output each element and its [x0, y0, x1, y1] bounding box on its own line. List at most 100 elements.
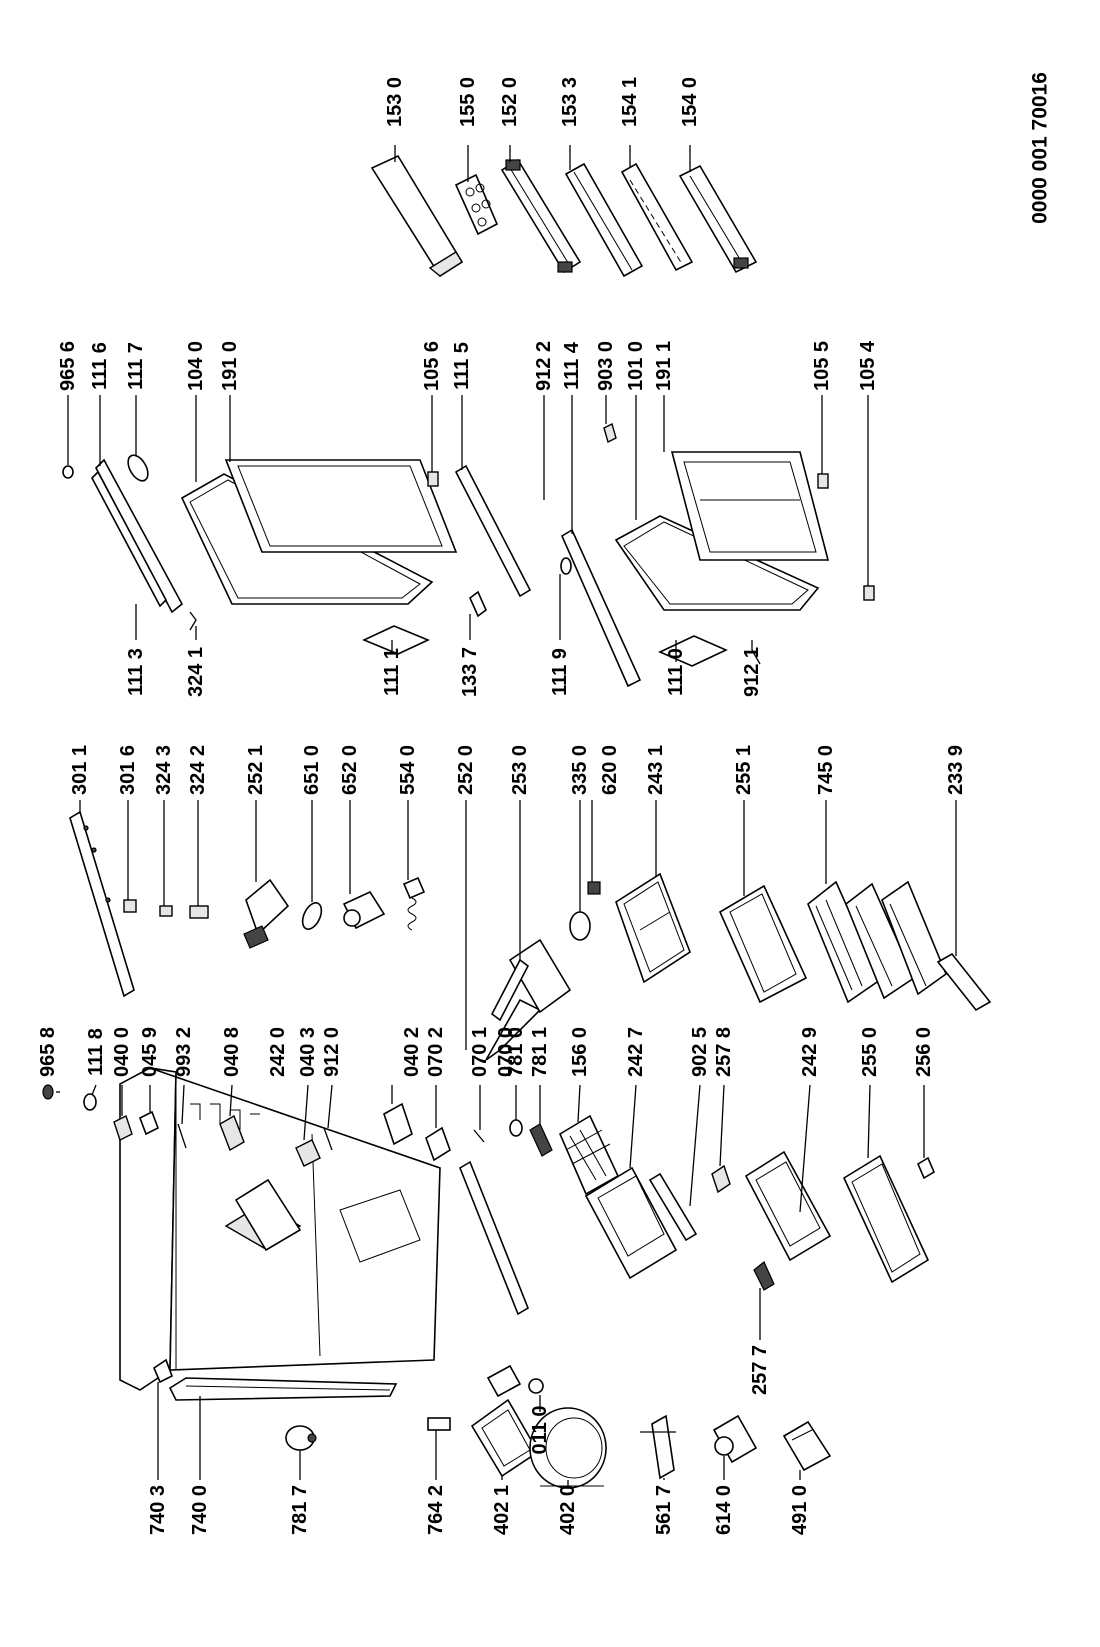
part-0408 [219, 1114, 245, 1152]
part-3242 [189, 905, 209, 919]
part-9658 [42, 1084, 54, 1100]
part-7817 [285, 1425, 317, 1451]
label-1530: 153 0 [384, 76, 406, 128]
plug-9656 [62, 465, 74, 479]
label-2521: 252 1 [245, 744, 267, 796]
knob-3350 [569, 911, 591, 941]
label-5540: 554 0 [397, 744, 419, 796]
housing-2520 [485, 938, 572, 1061]
label-2339: 233 9 [945, 744, 967, 796]
door-bin-1533 [564, 162, 644, 278]
label-1010: 101 0 [625, 340, 647, 392]
door-bin-1520 [500, 158, 582, 274]
shelf-2551 [718, 884, 808, 1004]
label-2530: 253 0 [509, 744, 531, 796]
fridge-door-1010 [614, 515, 820, 611]
label-1540: 154 0 [679, 76, 701, 128]
label-1056: 105 6 [421, 340, 443, 392]
label-1550: 155 0 [457, 76, 479, 128]
label-3016: 301 6 [117, 744, 139, 796]
part-7403 [153, 1358, 174, 1384]
label-1520: 152 0 [499, 76, 521, 128]
label-1533: 153 3 [559, 76, 581, 128]
part-2339 [936, 952, 992, 1012]
relay-6140 [712, 1414, 758, 1464]
label-2420: 242 0 [267, 1026, 289, 1078]
label-1560: 156 0 [569, 1026, 591, 1078]
label-9656: 965 6 [57, 340, 79, 392]
label-3011: 301 1 [69, 744, 91, 796]
label-0408: 040 8 [221, 1026, 243, 1078]
glass-shelf-2431 [615, 872, 691, 984]
label-6520: 652 0 [339, 744, 361, 796]
label-1055: 105 5 [811, 340, 833, 392]
label-1337: 133 7 [459, 646, 481, 698]
wire-shelves-7450 [807, 880, 947, 1004]
cover-4910 [782, 1420, 832, 1472]
cap-9030 [603, 422, 617, 444]
label-7403: 740 3 [147, 1484, 169, 1536]
condenser-7400 [168, 1377, 398, 1401]
label-7810: 781 0 [505, 1026, 527, 1078]
label-4021: 402 1 [491, 1484, 513, 1536]
crisper-drawer-2427 [584, 1166, 678, 1280]
hinge-1054 [863, 585, 875, 601]
label-1110: 111 0 [665, 648, 687, 696]
door-gasket-1911 [670, 451, 830, 561]
foot-0110 [486, 1364, 544, 1398]
label-9658: 965 8 [37, 1026, 59, 1078]
relay-5617 [640, 1414, 676, 1480]
control-panel-3011 [69, 810, 135, 998]
lamp-6510 [301, 902, 323, 930]
part-7810 [509, 1119, 523, 1137]
handle-1115 [454, 464, 532, 598]
hinge-0402 [383, 1102, 413, 1146]
document-id: 0000 001 70016 [1028, 72, 1052, 224]
label-1911: 191 1 [653, 340, 675, 392]
label-1119: 111 9 [549, 648, 571, 696]
label-0702: 070 2 [425, 1026, 447, 1078]
label-4020: 402 0 [557, 1484, 579, 1536]
label-2551: 255 1 [733, 744, 755, 796]
hinge-1111 [362, 625, 430, 655]
hinge-1337 [469, 590, 487, 618]
cabinet [119, 1067, 441, 1391]
part-9025 [648, 1172, 698, 1242]
dryer-7642 [427, 1417, 451, 1431]
spring-5540 [402, 876, 426, 931]
label-2427: 242 7 [625, 1026, 647, 1078]
glass-cover-2550 [842, 1154, 930, 1284]
label-5617: 561 7 [653, 1484, 675, 1536]
label-6200: 620 0 [599, 744, 621, 796]
label-9025: 902 5 [689, 1026, 711, 1078]
label-2560: 256 0 [913, 1026, 935, 1078]
part-0459 [138, 1110, 160, 1136]
egg-tray-1550 [454, 173, 499, 236]
part-0701 [473, 1129, 485, 1143]
label-7400: 740 0 [189, 1484, 211, 1536]
label-1054: 105 4 [857, 340, 879, 392]
label-7817: 781 7 [289, 1484, 311, 1536]
label-6510: 651 0 [301, 744, 323, 796]
part-6200 [587, 881, 601, 895]
screw-9121 [751, 649, 761, 665]
hinge-1056 [427, 471, 439, 487]
part-9932 [177, 1123, 187, 1149]
label-9122: 912 2 [533, 340, 555, 392]
label-3243: 324 3 [153, 744, 175, 796]
part-1118 [83, 1093, 97, 1111]
label-7642: 764 2 [425, 1484, 447, 1536]
door-bin-1530 [370, 154, 464, 278]
label-1117: 111 7 [125, 342, 147, 390]
label-3350: 335 0 [569, 744, 591, 796]
label-2577: 257 7 [749, 1344, 771, 1396]
label-2520: 252 0 [455, 744, 477, 796]
part-3243 [159, 905, 173, 917]
door-bin-1540 [678, 164, 758, 274]
label-2431: 243 1 [645, 744, 667, 796]
label-0110: 011 0 [529, 1405, 551, 1455]
label-3242: 324 2 [187, 744, 209, 796]
drawer-2420 [234, 1178, 302, 1252]
part-2560 [916, 1156, 936, 1180]
